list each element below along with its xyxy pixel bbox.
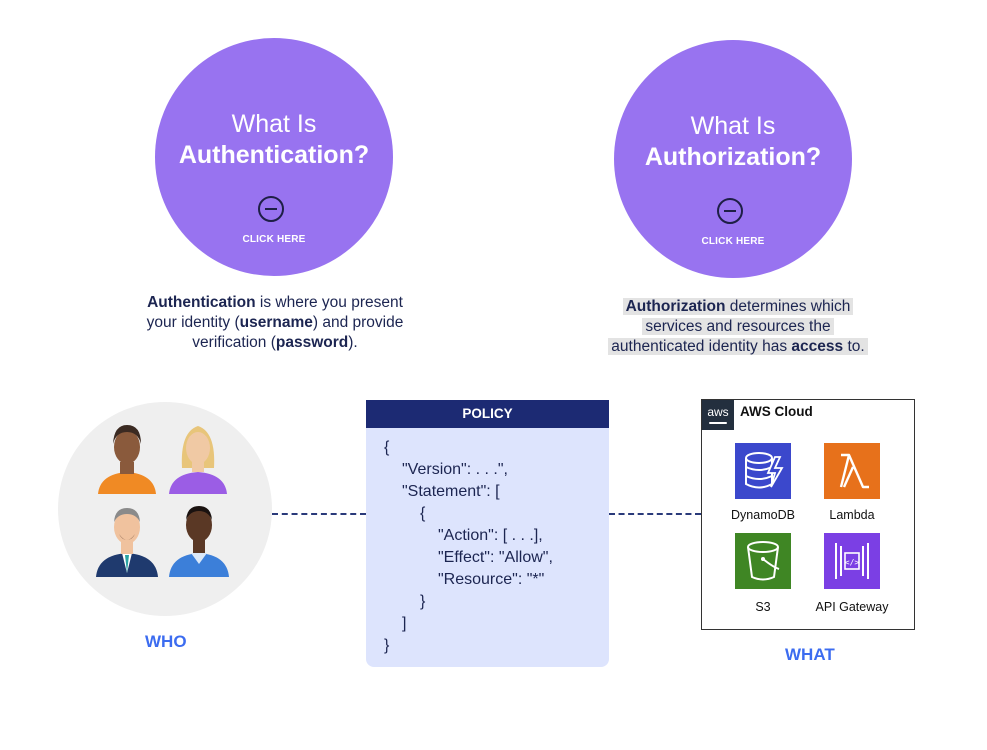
person-icon: [98, 425, 156, 494]
policy-header: POLICY: [366, 400, 609, 428]
aws-cloud-label: AWS Cloud: [740, 404, 813, 419]
lambda-label: Lambda: [829, 508, 875, 522]
authorization-term: Authorization: [625, 298, 726, 315]
authentication-description: Authentication is where you present your…: [110, 293, 440, 353]
lambda-icon[interactable]: [824, 443, 880, 499]
what-label: WHAT: [785, 645, 835, 664]
policy-line: "Action": [ . . .],: [438, 527, 543, 544]
authorization-title-line2: Authorization?: [644, 143, 822, 171]
policy-line: }: [384, 637, 390, 654]
person-icon: [169, 426, 227, 494]
person-icon: [96, 508, 158, 577]
password-term: password: [275, 334, 349, 351]
policy-line: }: [420, 593, 426, 610]
desc-text: authenticated identity has: [611, 338, 792, 355]
desc-text: ).: [348, 334, 358, 351]
connector-line: [609, 513, 701, 515]
desc-text: verification (: [192, 334, 276, 351]
username-term: username: [239, 314, 313, 331]
policy-line: ]: [402, 615, 407, 632]
connector-line: [272, 513, 366, 515]
policy-line: "Resource": "*": [438, 571, 545, 588]
policy-line: {: [384, 439, 390, 456]
authentication-term: Authentication: [147, 294, 256, 311]
policy-line: "Effect": "Allow",: [438, 549, 553, 566]
authorization-click-here[interactable]: CLICK HERE: [701, 236, 765, 247]
collapse-icon[interactable]: [717, 198, 743, 224]
api-gateway-icon[interactable]: </>: [824, 533, 880, 589]
policy-box: POLICY { "Version": . . .", "Statement":…: [366, 400, 609, 667]
authorization-description: Authorization determines which services …: [583, 297, 893, 357]
person-icon: [169, 506, 229, 577]
svg-text:</>: </>: [845, 558, 860, 567]
desc-text: your identity (: [146, 314, 240, 331]
aws-cloud-box: aws AWS Cloud DynamoDB Lambda S3 </> API…: [701, 399, 915, 630]
who-label: WHO: [145, 632, 187, 651]
dynamodb-icon[interactable]: [735, 443, 791, 499]
authentication-title-line2: Authentication?: [178, 141, 370, 169]
people-icon: [96, 425, 229, 577]
policy-line: {: [420, 505, 426, 522]
api-gateway-label: API Gateway: [815, 600, 889, 614]
authentication-title-line1: What Is: [231, 110, 317, 138]
authentication-click-here[interactable]: CLICK HERE: [242, 234, 306, 245]
s3-icon[interactable]: [735, 533, 791, 589]
authorization-circle[interactable]: What Is Authorization? CLICK HERE: [614, 40, 852, 278]
desc-text: is where you present: [255, 294, 403, 311]
collapse-icon[interactable]: [258, 196, 284, 222]
desc-text: to.: [843, 338, 865, 355]
policy-line: "Version": . . .",: [402, 461, 508, 478]
desc-text: services and resources the: [642, 318, 834, 335]
desc-text: determines which: [725, 298, 851, 315]
aws-logo: aws: [702, 400, 734, 430]
s3-label: S3: [755, 600, 771, 614]
policy-line: "Statement": [: [402, 483, 500, 500]
desc-text: ) and provide: [312, 314, 404, 331]
authentication-circle[interactable]: What Is Authentication? CLICK HERE: [155, 38, 393, 276]
access-term: access: [791, 338, 844, 355]
authorization-title-line1: What Is: [690, 112, 776, 140]
identities-circle: [58, 402, 272, 616]
dynamodb-label: DynamoDB: [731, 508, 795, 522]
